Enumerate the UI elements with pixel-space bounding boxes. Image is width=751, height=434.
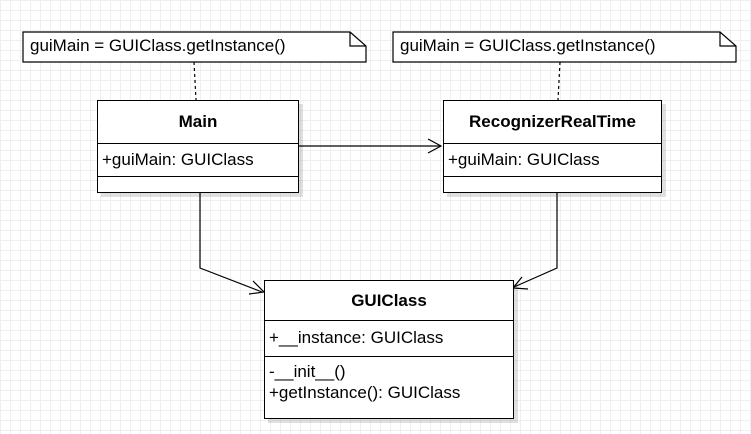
class-name-guiclass: GUIClass (265, 281, 513, 321)
arrowhead-main-recognizer (427, 138, 443, 154)
attribute-main-guimain: +guiMain: GUIClass (98, 144, 298, 177)
operations-recognizer (444, 177, 661, 191)
note-text-1: guiMain = GUIClass.getInstance() (30, 36, 286, 55)
note-fold-1 (349, 32, 366, 47)
note-anchor-2 (557, 61, 561, 101)
note-anchor-1 (193, 61, 197, 101)
class-name-main: Main (98, 101, 298, 144)
arrowhead-recognizer-guiclass (511, 276, 529, 290)
note-shape-1 (22, 31, 367, 63)
class-main[interactable]: Main +guiMain: GUIClass (97, 100, 299, 193)
operation-init: -__init__() (269, 362, 346, 381)
class-guiclass[interactable]: GUIClass +__instance: GUIClass -__init__… (264, 280, 514, 419)
note-fold-2 (719, 32, 736, 47)
note-text-2: guiMain = GUIClass.getInstance() (400, 36, 656, 55)
operations-main (98, 177, 298, 191)
attribute-guiclass-instance: +__instance: GUIClass (265, 321, 513, 357)
operation-getinstance: +getInstance(): GUIClass (269, 383, 461, 402)
association-recognizer-guiclass (513, 193, 558, 288)
class-name-recognizer: RecognizerRealTime (444, 101, 661, 144)
class-recognizer-realtime[interactable]: RecognizerRealTime +guiMain: GUIClass (443, 100, 662, 193)
association-main-guiclass (199, 193, 263, 293)
note-shape-2 (392, 31, 737, 63)
operations-guiclass: -__init__() +getInstance(): GUIClass (265, 357, 513, 403)
attribute-recognizer-guimain: +guiMain: GUIClass (444, 144, 661, 177)
